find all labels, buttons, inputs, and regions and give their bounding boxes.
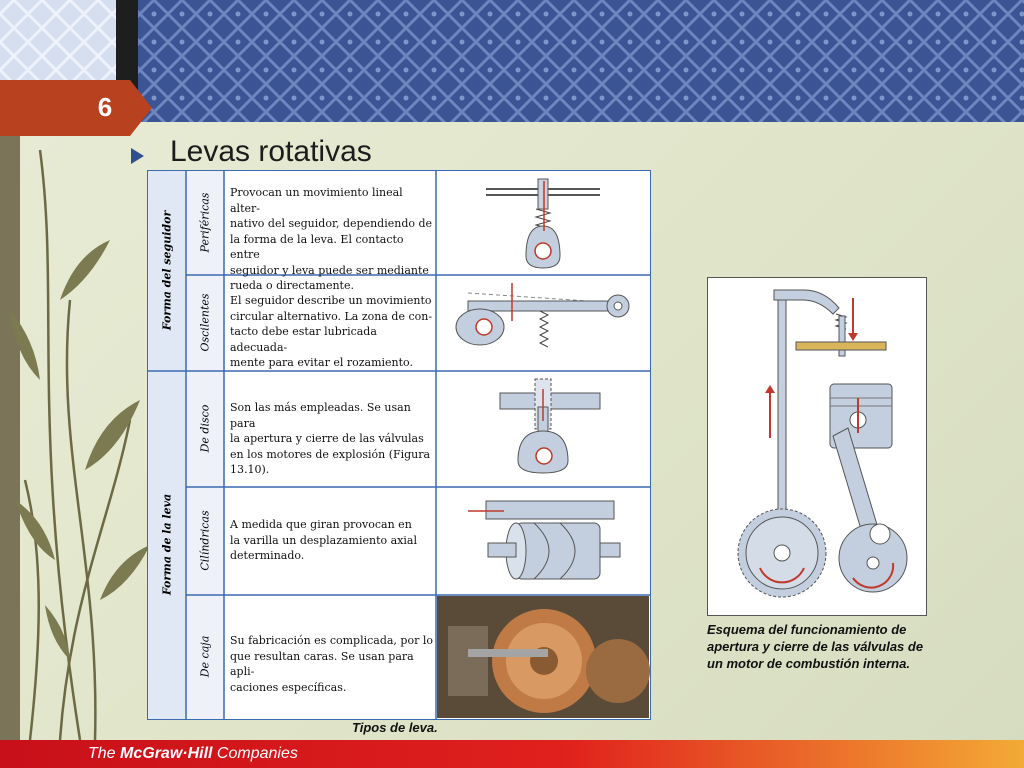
peripheral-cam-illustration bbox=[486, 178, 600, 269]
box-cam-photo bbox=[437, 596, 650, 718]
row-text-de-caja: Su fabricación es complicada, por lo que… bbox=[230, 634, 433, 694]
slide-title: Levas rotativas bbox=[170, 135, 372, 168]
cylindrical-cam-illustration bbox=[468, 500, 621, 580]
valve-rocker bbox=[765, 289, 887, 521]
footer-bar bbox=[0, 740, 1024, 768]
row-label-cilindricas: Cilíndricas bbox=[198, 510, 212, 571]
engine-figure-caption: Esquema del funcionamiento de apertura y… bbox=[707, 622, 924, 671]
group-label-cam: Forma de la leva bbox=[160, 493, 174, 596]
row-label-oscilentes: Oscilentes bbox=[198, 293, 212, 352]
oscillating-cam-illustration bbox=[455, 283, 630, 348]
engine-valve-figure bbox=[707, 277, 927, 616]
cam-types-table: Forma del seguidor Forma de la leva Peri… bbox=[147, 170, 651, 720]
table-caption: Tipos de leva. bbox=[352, 720, 438, 735]
row-label-de-caja: De caja bbox=[198, 635, 212, 678]
gear-left bbox=[737, 508, 827, 598]
disc-cam-illustration bbox=[499, 378, 601, 474]
slide-number-badge bbox=[0, 80, 152, 136]
row-text-perifericas: Provocan un movimiento lineal alter- nat… bbox=[230, 186, 433, 292]
row-label-de-disco: De disco bbox=[198, 404, 212, 453]
row-text-cilindricas: A medida que giran provocan en la varill… bbox=[230, 518, 417, 562]
publisher-logo: The McGraw·Hill Companies bbox=[88, 745, 298, 763]
row-label-perifericas: Periféricas bbox=[198, 192, 212, 253]
group-label-follower: Forma del seguidor bbox=[160, 210, 174, 331]
publisher-brand: McGraw·Hill bbox=[120, 745, 213, 762]
piston bbox=[829, 383, 893, 537]
row-text-de-disco: Son las más empleadas. Se usan para la a… bbox=[230, 401, 431, 476]
row-text-oscilentes: El seguidor describe un movimiento circu… bbox=[230, 294, 433, 369]
crank-right bbox=[838, 523, 908, 593]
publisher-prefix: The bbox=[88, 745, 121, 762]
publisher-suffix: Companies bbox=[212, 745, 298, 762]
slide-number: 6 bbox=[97, 92, 113, 122]
vine-decoration bbox=[10, 149, 150, 740]
header-pattern-band bbox=[0, 0, 1024, 122]
bullet-arrow-icon bbox=[131, 148, 144, 164]
left-decorative-strip bbox=[0, 0, 20, 768]
